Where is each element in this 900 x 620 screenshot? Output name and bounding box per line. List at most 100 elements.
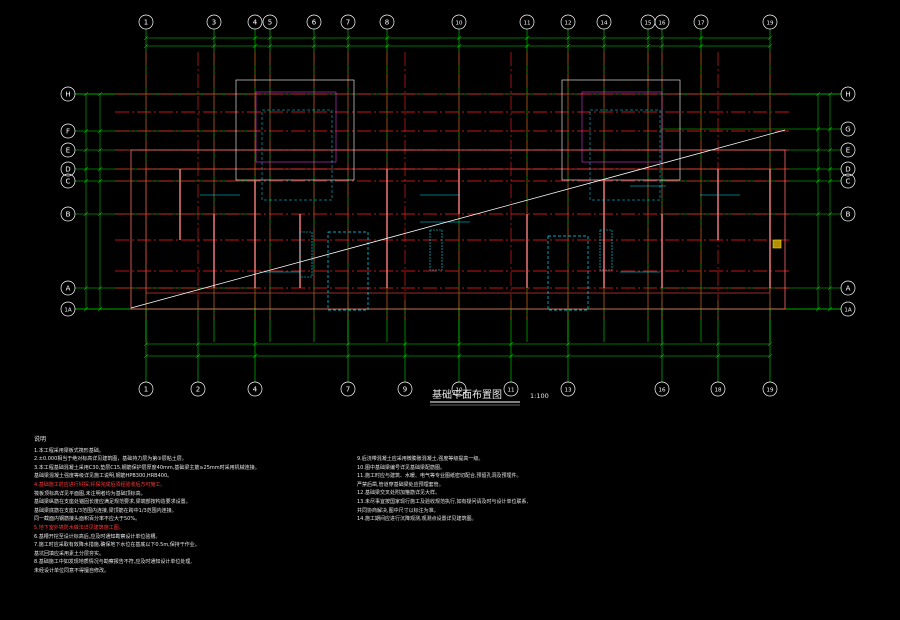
axis-label-right-G: G bbox=[845, 126, 850, 134]
dim-tick-bottom bbox=[456, 353, 462, 359]
note-line: 4.基础施工前应进行钎探,钎探完成后须经验收后方可施工。 bbox=[34, 481, 166, 488]
note-line: 14.施工期间应进行沉降观测,观测点设置详见建筑图。 bbox=[357, 516, 477, 523]
axis-label-left-A: A bbox=[66, 285, 71, 293]
dim-tick-top bbox=[267, 35, 273, 41]
dim-tick-right bbox=[815, 285, 821, 291]
axis-bubble-bottom-13 bbox=[560, 381, 576, 397]
axis-bubble-bottom-19 bbox=[762, 381, 778, 397]
axis-label-top-8: 8 bbox=[385, 19, 389, 27]
axis-bubble-right-G bbox=[840, 121, 856, 137]
axis-bubble-top-3 bbox=[206, 14, 222, 30]
dim-tick-right bbox=[827, 285, 833, 291]
dim-tick-bottom bbox=[565, 353, 571, 359]
dim-tick-top bbox=[767, 43, 773, 49]
dim-tick-top bbox=[384, 43, 390, 49]
dimension-lines bbox=[83, 35, 833, 359]
note-line: 12.基础梁交叉处附加箍筋详见大样。 bbox=[357, 490, 440, 497]
axis-bubble-bottom-1 bbox=[138, 381, 154, 397]
axis-bubble-left-F bbox=[60, 123, 76, 139]
note-line: 筏板顶标高详见平面图,未注明者均为基础顶标高。 bbox=[34, 490, 146, 497]
dim-tick-bottom bbox=[715, 353, 721, 359]
notes-header: 说明 bbox=[34, 436, 47, 443]
dim-tick-right bbox=[827, 91, 833, 97]
dim-tick-top bbox=[659, 35, 665, 41]
cyan-label-bar-3 bbox=[599, 229, 613, 271]
axis-bubble-top-12 bbox=[560, 14, 576, 30]
axis-label-top-19: 19 bbox=[767, 21, 774, 27]
note-line: 基坑回填应采用素土分层夯实。 bbox=[34, 550, 105, 557]
note-line: 5.地下室外墙防水做法详见建筑施工图。 bbox=[34, 524, 124, 531]
axis-bubble-bottom-11 bbox=[503, 381, 519, 397]
axis-bubble-right-C bbox=[840, 173, 856, 189]
dim-tick-bottom bbox=[345, 353, 351, 359]
axis-label-top-10: 10 bbox=[456, 21, 463, 27]
pit-zone-left bbox=[327, 231, 369, 311]
note-line: 9.后浇带混凝土应采用微膨胀混凝土,强度等级提高一级。 bbox=[357, 456, 484, 462]
axis-bubble-bottom-9 bbox=[397, 381, 413, 397]
axis-label-top-12: 12 bbox=[565, 21, 572, 27]
axis-label-left-F: F bbox=[66, 128, 70, 136]
dim-tick-top bbox=[645, 43, 651, 49]
axis-bubble-top-17 bbox=[693, 14, 709, 30]
note-line: 11.施工时应与建筑、水暖、电气等专业图纸密切配合,预留孔洞及预埋件。 bbox=[357, 473, 522, 480]
axis-label-left-E: E bbox=[66, 147, 70, 155]
axis-label-left-H: H bbox=[65, 91, 70, 99]
axis-label-left-C: C bbox=[66, 178, 71, 186]
elevation-marker bbox=[772, 239, 782, 249]
dim-tick-bottom bbox=[402, 353, 408, 359]
axis-label-bottom-18: 18 bbox=[715, 388, 722, 394]
dim-tick-bottom bbox=[659, 341, 665, 347]
dim-tick-left bbox=[97, 178, 103, 184]
axis-label-bottom-16: 16 bbox=[659, 388, 666, 394]
axis-label-top-7: 7 bbox=[346, 19, 350, 27]
axis-bubble-left-1A bbox=[60, 301, 76, 317]
axis-label-left-D: D bbox=[65, 166, 70, 174]
axis-bubble-top-19 bbox=[762, 14, 778, 30]
axis-label-top-11: 11 bbox=[524, 21, 531, 27]
axis-bubble-left-C bbox=[60, 173, 76, 189]
dim-tick-bottom bbox=[508, 353, 514, 359]
axis-bubble-bottom-18 bbox=[710, 381, 726, 397]
dim-tick-top bbox=[252, 43, 258, 49]
dim-tick-left bbox=[83, 178, 89, 184]
dim-tick-bottom bbox=[143, 353, 149, 359]
axis-label-bottom-7: 7 bbox=[346, 386, 350, 394]
axis-label-left-1A: 1A bbox=[64, 308, 71, 314]
axis-label-left-B: B bbox=[66, 211, 71, 219]
axis-bubble-bottom-7 bbox=[340, 381, 356, 397]
dim-tick-bottom bbox=[252, 353, 258, 359]
dim-tick-right bbox=[827, 306, 833, 312]
axis-bubble-bottom-4 bbox=[247, 381, 263, 397]
axis-label-top-17: 17 bbox=[698, 21, 705, 27]
core-zone-left bbox=[261, 109, 333, 201]
note-line: 基础梁底筋在支座1/3范围内连接,梁顶筋在跨中1/3范围内连接。 bbox=[34, 507, 177, 514]
axis-bubble-right-D bbox=[840, 161, 856, 177]
axis-label-top-3: 3 bbox=[212, 19, 216, 27]
dim-tick-right bbox=[815, 166, 821, 172]
dim-tick-top bbox=[565, 43, 571, 49]
axis-label-bottom-19: 19 bbox=[767, 388, 774, 394]
dim-tick-right bbox=[815, 178, 821, 184]
axis-label-top-5: 5 bbox=[268, 19, 272, 27]
axis-bubble-left-H bbox=[60, 86, 76, 102]
axis-bubble-right-B bbox=[840, 206, 856, 222]
axis-label-bottom-4: 4 bbox=[253, 386, 258, 394]
section-cut-line bbox=[130, 129, 786, 309]
dim-tick-left bbox=[97, 147, 103, 153]
axis-label-bottom-11: 11 bbox=[508, 388, 515, 394]
dim-tick-bottom bbox=[143, 341, 149, 347]
axis-label-right-B: B bbox=[846, 211, 851, 219]
dim-tick-left bbox=[83, 306, 89, 312]
core-left-inner bbox=[255, 91, 337, 163]
dim-tick-top bbox=[601, 35, 607, 41]
note-line: 1.本工程采用梁板式筏形基础。 bbox=[34, 447, 104, 454]
dim-tick-bottom bbox=[252, 341, 258, 347]
dim-tick-top bbox=[345, 35, 351, 41]
note-line: 同一截面内钢筋接头面积百分率不应大于50%。 bbox=[34, 516, 141, 523]
dim-tick-top bbox=[698, 35, 704, 41]
axis-bubble-bottom-2 bbox=[190, 381, 206, 397]
dim-tick-bottom bbox=[195, 353, 201, 359]
